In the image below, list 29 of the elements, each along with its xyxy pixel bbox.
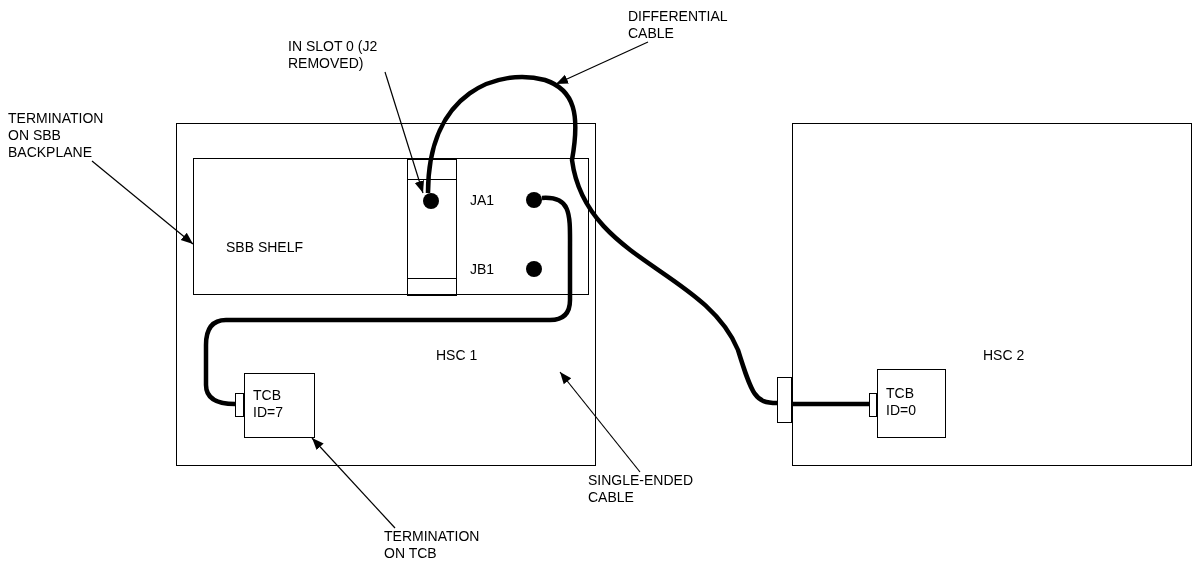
leader-line xyxy=(384,71,424,194)
callout-text: IN SLOT 0 (J2 REMOVED) xyxy=(288,38,398,72)
leader-line xyxy=(555,41,649,85)
cable xyxy=(425,74,778,406)
connector-tab xyxy=(777,377,792,423)
callout-text: TERMINATION ON SBB BACKPLANE xyxy=(8,110,118,161)
shelf-outline xyxy=(193,158,589,295)
connector-dot xyxy=(423,193,439,209)
terminator-board xyxy=(877,369,946,438)
callout-text: DIFFERENTIAL CABLE xyxy=(628,8,738,42)
callout-text: TERMINATION ON TCB xyxy=(384,528,494,562)
connector-label: JB1 xyxy=(470,261,495,278)
callout-text: SINGLE-ENDED CABLE xyxy=(588,472,718,506)
leader-line xyxy=(91,160,194,245)
cabinet-outline xyxy=(792,123,1192,466)
connector-label: JA1 xyxy=(470,192,495,209)
box-label: TCB ID=7 xyxy=(253,387,284,421)
connector-tab xyxy=(235,393,244,417)
terminator-board xyxy=(244,373,315,438)
leader-line xyxy=(559,371,641,473)
box-label: HSC 1 xyxy=(436,347,478,364)
box-label: HSC 2 xyxy=(983,347,1025,364)
leader-line xyxy=(311,437,396,529)
box-label: SBB SHELF xyxy=(226,239,304,256)
slot-module xyxy=(407,159,457,296)
cable xyxy=(792,401,869,407)
box-label: TCB ID=0 xyxy=(886,385,917,419)
connector-tab xyxy=(869,393,877,417)
cabinet-outline xyxy=(176,123,596,466)
